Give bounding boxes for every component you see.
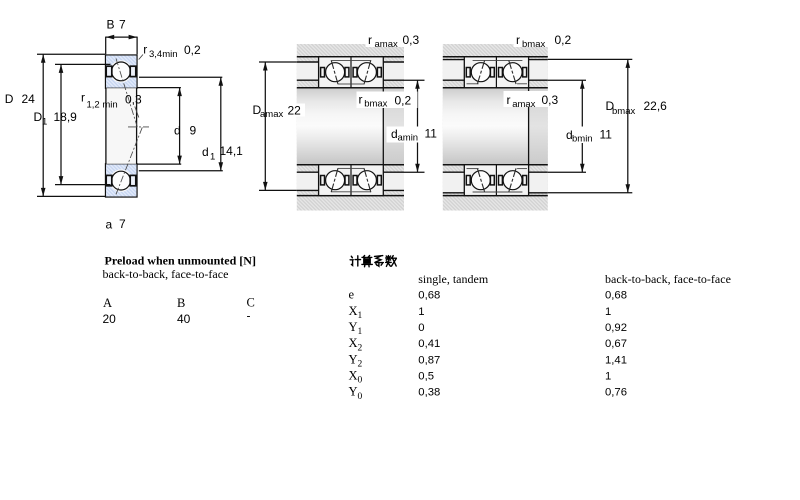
svg-text:1: 1: [42, 117, 47, 128]
svg-text:amin: amin: [398, 133, 419, 144]
svg-text:20: 20: [103, 312, 117, 326]
svg-text:r: r: [516, 33, 520, 47]
svg-text:1: 1: [358, 311, 363, 321]
svg-text:7: 7: [119, 217, 126, 231]
svg-text:1: 1: [605, 370, 611, 382]
svg-text:7: 7: [119, 18, 126, 32]
svg-text:1,2 min: 1,2 min: [87, 100, 118, 111]
svg-text:Y: Y: [349, 385, 358, 399]
svg-text:1: 1: [605, 306, 611, 318]
svg-text:0,5: 0,5: [418, 370, 434, 382]
svg-text:Preload when unmounted [N]: Preload when unmounted [N]: [105, 254, 256, 268]
svg-text:0: 0: [358, 392, 363, 402]
svg-text:e: e: [349, 288, 355, 302]
svg-text:D: D: [34, 110, 43, 124]
svg-text:r: r: [368, 33, 372, 47]
svg-text:single, tandem: single, tandem: [418, 272, 489, 286]
svg-text:d: d: [202, 145, 209, 159]
svg-text:0,68: 0,68: [605, 290, 627, 302]
svg-text:back-to-back, face-to-face: back-to-back, face-to-face: [103, 267, 229, 281]
svg-text:0,2: 0,2: [184, 43, 201, 57]
svg-text:D: D: [606, 99, 615, 113]
svg-text:1: 1: [210, 152, 215, 163]
svg-text:0,38: 0,38: [418, 387, 440, 399]
svg-text:11: 11: [425, 127, 438, 141]
svg-text:back-to-back, face-to-face: back-to-back, face-to-face: [605, 272, 731, 286]
svg-text:9: 9: [190, 124, 197, 138]
svg-text:1,41: 1,41: [605, 354, 627, 366]
svg-text:a: a: [106, 218, 113, 232]
svg-text:0,87: 0,87: [418, 354, 440, 366]
svg-text:bmin: bmin: [572, 134, 593, 145]
svg-text:0,67: 0,67: [605, 338, 627, 350]
svg-text:A: A: [103, 296, 112, 310]
svg-text:0,76: 0,76: [605, 387, 627, 399]
svg-text:18,9: 18,9: [54, 110, 78, 124]
svg-text:22: 22: [288, 104, 302, 118]
svg-text:0,3: 0,3: [125, 93, 142, 107]
svg-text:amax: amax: [512, 99, 535, 110]
svg-text:r: r: [507, 93, 511, 107]
svg-text:0,3: 0,3: [542, 93, 559, 107]
svg-text:11: 11: [600, 128, 613, 142]
svg-text:14,1: 14,1: [220, 144, 244, 158]
svg-text:24: 24: [22, 92, 36, 106]
svg-text:0,41: 0,41: [418, 338, 440, 350]
svg-text:bmax: bmax: [364, 98, 387, 109]
svg-text:Y: Y: [349, 320, 358, 334]
svg-text:D: D: [5, 92, 14, 106]
svg-text:X: X: [349, 336, 358, 350]
svg-text:X: X: [349, 304, 358, 318]
svg-text:0,68: 0,68: [418, 290, 440, 302]
svg-text:0,3: 0,3: [403, 33, 420, 47]
svg-text:d: d: [566, 128, 573, 142]
svg-text:0: 0: [418, 322, 424, 334]
svg-text:0,92: 0,92: [605, 322, 627, 334]
svg-text:0,2: 0,2: [555, 33, 572, 47]
svg-text:B: B: [107, 18, 115, 32]
svg-text:Y: Y: [349, 352, 358, 366]
svg-text:0: 0: [358, 376, 363, 386]
svg-text:amax: amax: [260, 109, 283, 120]
svg-text:1: 1: [418, 306, 424, 318]
svg-text:r: r: [143, 43, 147, 57]
svg-text:22,6: 22,6: [644, 99, 668, 113]
svg-text:amax: amax: [375, 39, 398, 50]
svg-text:1: 1: [358, 327, 363, 337]
svg-text:0,2: 0,2: [395, 93, 412, 107]
svg-text:r: r: [359, 92, 363, 106]
svg-text:2: 2: [358, 360, 363, 370]
svg-text:D: D: [253, 103, 262, 117]
svg-text:bmax: bmax: [612, 106, 635, 117]
svg-text:2: 2: [358, 343, 363, 353]
svg-text:40: 40: [177, 312, 191, 326]
svg-text:r: r: [81, 91, 85, 105]
svg-text:-: -: [247, 309, 251, 323]
svg-text:3,4min: 3,4min: [149, 49, 178, 60]
svg-text:d: d: [391, 127, 398, 141]
svg-text:bmax: bmax: [522, 39, 545, 50]
svg-text:B: B: [177, 296, 185, 310]
svg-text:d: d: [174, 124, 181, 138]
svg-text:C: C: [247, 295, 255, 309]
svg-text:X: X: [349, 368, 358, 382]
